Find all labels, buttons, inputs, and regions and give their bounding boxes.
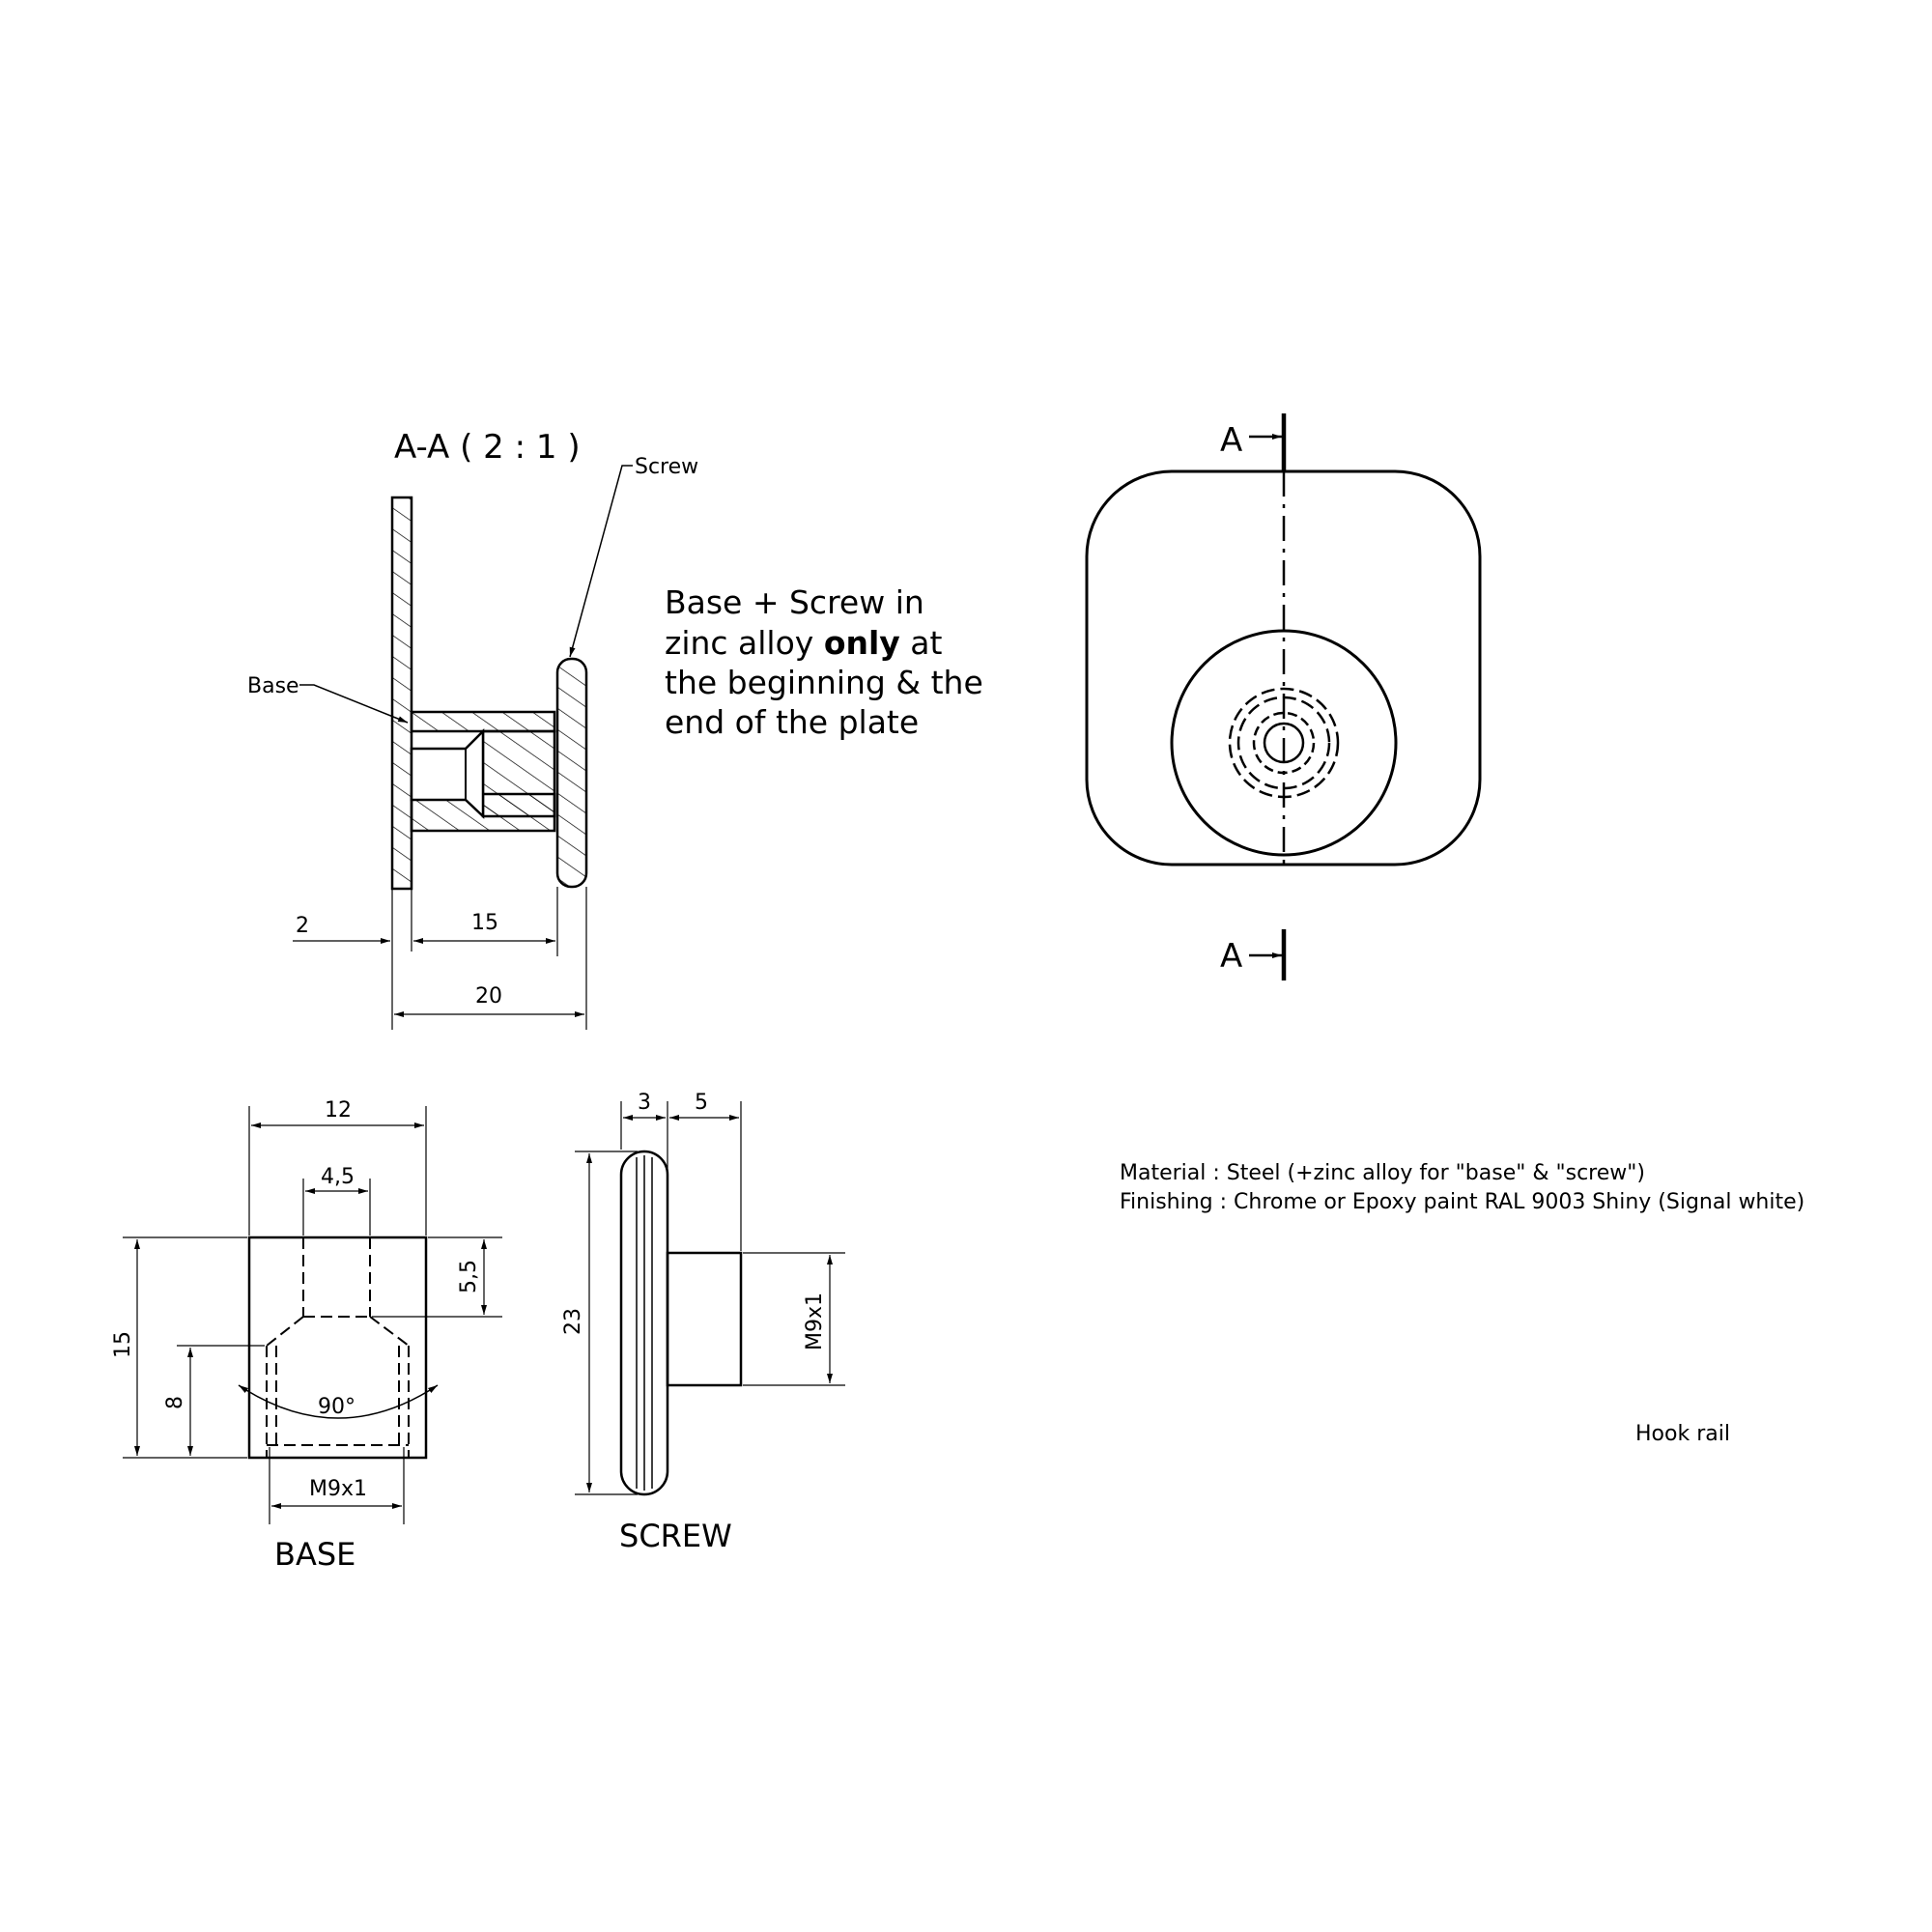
cut-label-top: A [1220,421,1242,460]
dim-hole: 4,5 [321,1165,355,1189]
note-line-3: the beginning & the [665,664,983,701]
base-upper-wall [410,710,556,733]
note-line-2: zinc alloy only at [665,624,943,662]
dim-head: 3 [638,1091,651,1115]
dim-width: 12 [325,1098,352,1122]
dim-thread-depth: 8 [163,1396,187,1409]
specifications: Material : Steel (+zinc alloy for "base"… [1120,1161,1804,1446]
base-hidden-lines [266,1237,410,1458]
dim-shank: 5 [695,1091,708,1115]
base-outline [247,1236,428,1460]
front-view: A A [1085,413,1482,980]
dim-thread: M9x1 [309,1477,367,1501]
label-screw: Screw [635,455,698,479]
dim-plate: 2 [296,914,309,938]
screw-head-section [555,657,588,889]
cut-label-bottom: A [1220,937,1242,976]
section-dimensions: 2 15 20 [293,887,587,1030]
screw-view: 3 5 23 M9x1 SCREW [561,1091,845,1554]
material-spec: Material : Steel (+zinc alloy for "base"… [1120,1161,1645,1185]
dim-angle: 90° [318,1395,355,1419]
plate-section [390,496,413,891]
screw-shank [666,1251,743,1387]
base-title: BASE [274,1536,355,1573]
base-view: 90° 12 4,5 15 8 5,5 M9x1 BASE [111,1098,502,1573]
dim-diameter: 23 [561,1308,585,1335]
screw-dimensions [575,1101,845,1495]
dim-depth: 5,5 [457,1260,481,1293]
section-view-a-a: A-A ( 2 : 1 ) Screw Base 2 15 20 [247,428,698,1030]
dim-thread: M9x1 [803,1293,827,1350]
note-line-4: end of the plate [665,703,919,741]
label-base: Base [247,674,299,698]
screw-shank-section [481,729,556,818]
section-title: A-A ( 2 : 1 ) [394,428,581,467]
dim-total: 20 [475,984,502,1009]
dim-body: 15 [471,911,498,935]
product-name: Hook rail [1635,1422,1730,1446]
dim-height: 15 [111,1331,135,1358]
base-circle [1170,629,1398,857]
screw-title: SCREW [619,1518,732,1554]
finishing-spec: Finishing : Chrome or Epoxy paint RAL 90… [1120,1190,1804,1214]
base-dimensions [123,1106,502,1524]
note-line-1: Base + Screw in [665,583,924,621]
zinc-note: Base + Screw in zinc alloy only at the b… [665,583,983,741]
